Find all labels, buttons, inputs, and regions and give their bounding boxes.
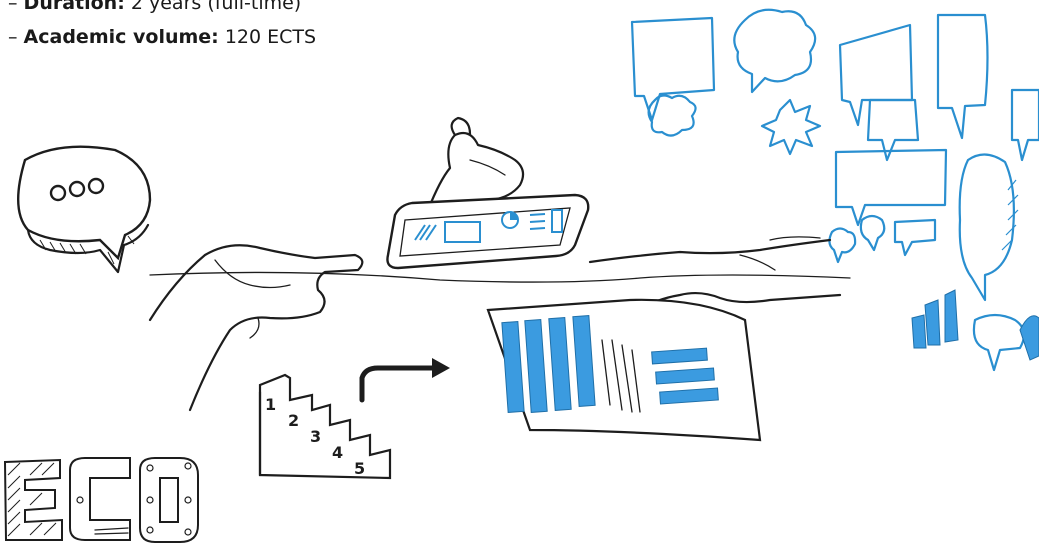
speech-bubbles-cluster-icon xyxy=(630,8,1039,372)
arrow-right-icon xyxy=(359,365,438,403)
stair-number: 2 xyxy=(288,411,299,430)
hand-icon xyxy=(148,244,364,412)
fact-value: 120 ECTS xyxy=(224,26,317,48)
stair-number-group: 1 2 3 4 5 xyxy=(265,395,365,478)
stair-number: 5 xyxy=(354,459,365,478)
chat-bubble-ellipsis-icon xyxy=(16,145,152,274)
programme-facts: – Duration: 2 years (full-time) – Academ… xyxy=(8,0,316,54)
tablet-icon xyxy=(386,193,590,270)
stair-number: 4 xyxy=(332,443,343,462)
eco-logo xyxy=(3,457,199,543)
fact-dash: – xyxy=(8,26,18,48)
arrow-right-icon xyxy=(432,358,450,378)
stair-number: 3 xyxy=(310,427,321,446)
fact-value: 2 years (full-time) xyxy=(130,0,302,14)
hand-icon xyxy=(426,116,525,212)
document-bar-chart-icon xyxy=(486,298,762,442)
stairs-icon: 1 2 3 4 5 xyxy=(258,358,450,480)
fact-dash: – xyxy=(8,0,18,14)
stair-number: 1 xyxy=(265,395,276,414)
fact-academic-volume: – Academic volume: 120 ECTS xyxy=(8,20,316,54)
fact-label: Academic volume: xyxy=(23,26,219,48)
fact-duration: – Duration: 2 years (full-time) xyxy=(8,0,316,20)
fact-label: Duration: xyxy=(23,0,125,14)
